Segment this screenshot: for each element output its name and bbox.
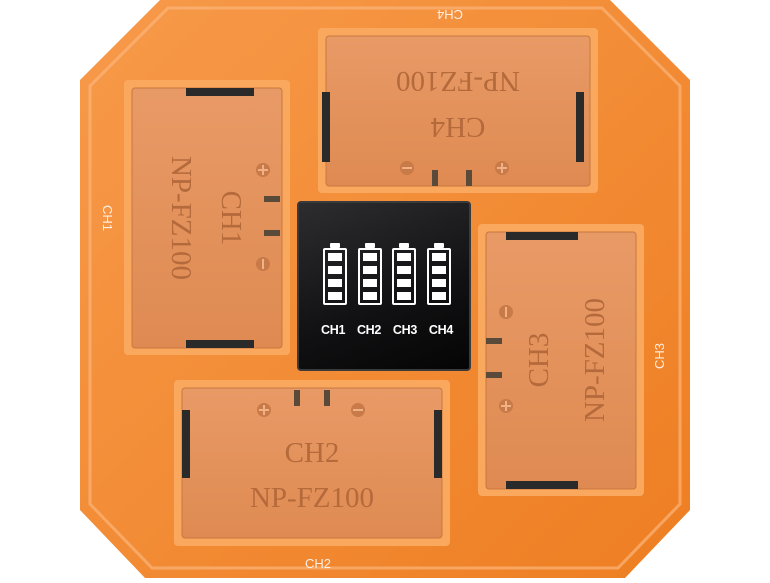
battery-level-bar: [397, 292, 412, 300]
slot-ch2: CH2 NP-FZ100: [174, 380, 450, 546]
edge-label-ch3: CH3: [652, 343, 667, 369]
display-label-ch2: CH2: [356, 323, 382, 337]
slot-ch3-model: NP-FZ100: [579, 298, 611, 422]
battery-level-bar: [362, 253, 377, 261]
display-label-ch3: CH3: [392, 323, 418, 337]
lcd-display: CH1 CH2 CH3 CH4: [297, 201, 471, 371]
battery-level-bar: [397, 279, 412, 287]
slot-ch4: NP-FZ100 CH4: [318, 28, 598, 193]
battery-level-bar: [328, 266, 342, 274]
battery-level-bar: [431, 253, 446, 261]
battery-level-bar: [362, 279, 377, 287]
slot-ch3-channel: CH3: [523, 333, 555, 388]
battery-level-bar: [328, 253, 342, 261]
battery-level-bar: [362, 266, 377, 274]
battery-level-bar: [328, 292, 342, 300]
slot-ch1-channel: CH1: [215, 191, 247, 246]
slot-ch4-model: NP-FZ100: [396, 65, 520, 97]
battery-level-bar: [397, 266, 412, 274]
slot-ch3: CH3 NP-FZ100: [478, 224, 644, 496]
slot-ch4-channel: CH4: [430, 111, 485, 143]
battery-full-icon: [323, 243, 347, 305]
slot-ch2-channel: CH2: [285, 437, 340, 469]
battery-level-bar: [431, 292, 446, 300]
battery-full-icon: [426, 243, 451, 305]
battery-level-bar: [362, 292, 377, 300]
battery-level-bar: [328, 279, 342, 287]
slot-ch1: CH1 NP-FZ100: [124, 80, 290, 355]
battery-full-icon: [392, 243, 417, 305]
battery-full-icon: [357, 243, 382, 305]
battery-level-bar: [397, 253, 412, 261]
slot-ch1-model: NP-FZ100: [165, 156, 197, 280]
edge-label-ch4: CH4: [437, 7, 463, 22]
display-channel-labels: CH1 CH2 CH3 CH4: [321, 323, 453, 337]
edge-label-ch1: CH1: [100, 205, 115, 231]
edge-label-ch2: CH2: [305, 556, 331, 571]
battery-level-bar: [431, 266, 446, 274]
battery-indicators: [323, 243, 451, 307]
display-label-ch4: CH4: [428, 323, 453, 337]
octagon-rim: [88, 6, 682, 570]
slot-ch2-model: NP-FZ100: [250, 482, 374, 514]
display-label-ch1: CH1: [321, 323, 346, 337]
battery-level-bar: [431, 279, 446, 287]
